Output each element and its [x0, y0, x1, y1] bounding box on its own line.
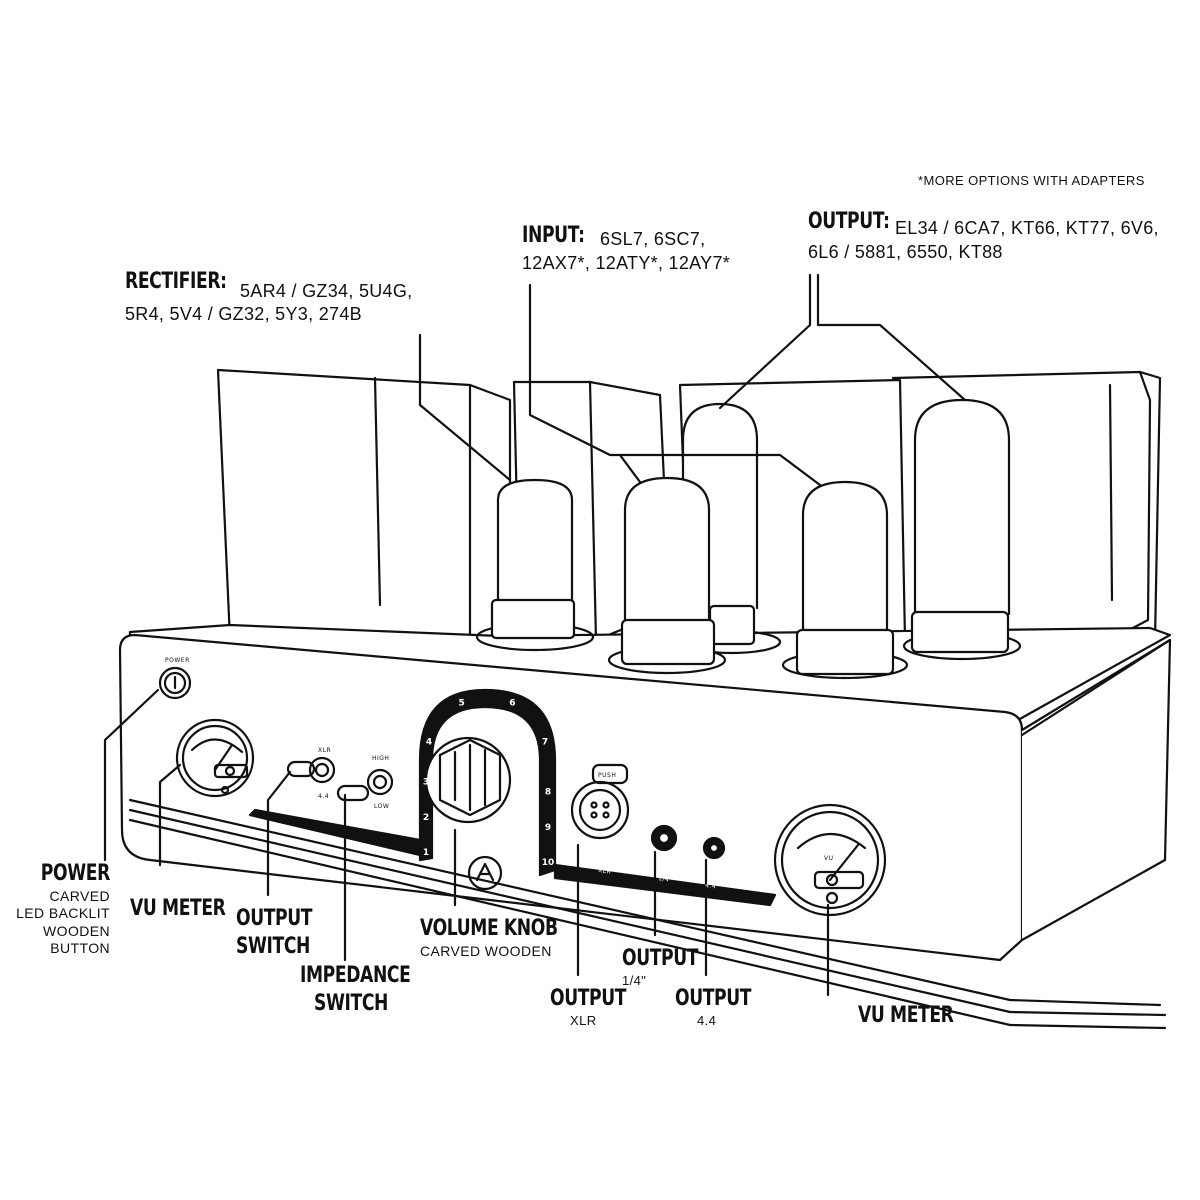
rectifier-line2: 5R4, 5V4 / GZ32, 5Y3, 274B	[125, 304, 362, 324]
output-switch-title-1: OUTPUT	[236, 906, 313, 931]
output-tubes-line1: EL34 / 6CA7, KT66, KT77, 6V6,	[895, 218, 1159, 238]
panel-vu-text: VU	[824, 855, 834, 862]
adapters-note: *MORE OPTIONS WITH ADAPTERS	[918, 173, 1145, 188]
output-xlr-label: OUTPUT XLR	[550, 985, 648, 1029]
input-line2: 12AX7*, 12ATY*, 12AY7*	[522, 253, 731, 273]
panel-power-text: POWER	[165, 657, 190, 664]
power-label-block: POWER CARVED LED BACKLIT WOODEN BUTTON	[16, 860, 110, 958]
leader-vu-left	[158, 763, 182, 867]
impedance-switch-title-2: SWITCH	[314, 990, 389, 1016]
output-switch-label: OUTPUT SWITCH	[236, 905, 334, 960]
tube-rectifier	[490, 478, 576, 640]
tube-output-right	[910, 398, 1011, 654]
dial-number: 3	[423, 778, 429, 788]
tube-output-front	[795, 480, 895, 676]
dial-number: 9	[545, 823, 551, 833]
power-desc-1: CARVED	[49, 887, 110, 904]
power-title: POWER	[40, 861, 110, 886]
output-quarter-title: OUTPUT	[622, 946, 699, 971]
rectifier-title: RECTIFIER:	[125, 269, 227, 294]
leader-output-b	[816, 273, 967, 402]
dial-number: 1	[423, 848, 429, 858]
output-switch-drawing	[286, 756, 336, 784]
panel-push-text: PUSH	[598, 772, 616, 779]
panel-44-text: 4.4	[318, 793, 329, 800]
volume-knob-desc: CARVED WOODEN	[420, 942, 552, 959]
input-label-block: INPUT:	[522, 222, 602, 250]
impedance-switch-drawing	[336, 768, 394, 802]
leader-power	[103, 688, 160, 862]
quarter-jack-drawing	[650, 824, 678, 852]
panel-strip-xlr: XLR	[598, 867, 612, 876]
dial-number: 8	[545, 788, 551, 798]
vu-meter-right-label: VU METER	[858, 1002, 980, 1030]
vu-meter-left-label: VU METER	[130, 895, 252, 923]
power-button-drawing	[158, 666, 192, 700]
panel-strip-quarter: 1/4"	[658, 875, 673, 884]
output-switch-title-2: SWITCH	[236, 933, 311, 959]
leader-input	[528, 283, 822, 487]
leader-rectifier	[418, 333, 512, 482]
output-44-desc: 4.4	[697, 1012, 717, 1028]
output-tubes-line2: 6L6 / 5881, 6550, KT88	[808, 242, 1003, 262]
four-four-jack-drawing	[702, 836, 726, 860]
rectifier-label-block: RECTIFIER:	[125, 268, 255, 296]
volume-dial-housing	[418, 688, 557, 877]
vu-meter-left-title: VU METER	[130, 896, 226, 921]
vu-meter-right-drawing	[773, 803, 887, 917]
panel-phones-text: PHONES	[320, 823, 349, 834]
dial-number: 2	[423, 813, 429, 823]
phones-strip	[248, 808, 422, 857]
volume-knob-label: VOLUME KNOB CARVED WOODEN	[420, 915, 596, 960]
output-44-label: OUTPUT 4.4	[675, 985, 773, 1029]
vu-meter-right-title: VU METER	[858, 1003, 954, 1028]
rectifier-line1: 5AR4 / GZ34, 5U4G,	[240, 281, 413, 301]
dial-number: 6	[509, 699, 515, 709]
dial-number: 10	[542, 858, 555, 868]
power-desc-3: WOODEN	[43, 922, 110, 939]
output-tubes-label-block: OUTPUT:	[808, 208, 913, 236]
power-desc-4: BUTTON	[50, 940, 110, 956]
output-strip	[553, 863, 777, 907]
input-line1: 6SL7, 6SC7,	[600, 229, 706, 249]
leader-output-switch	[266, 770, 292, 897]
vu-meter-left-drawing	[175, 718, 255, 798]
input-title: INPUT:	[522, 223, 585, 248]
panel-low-text: LOW	[374, 803, 389, 810]
leader-output	[718, 273, 812, 410]
panel-high-text: HIGH	[372, 755, 389, 762]
xlr-socket-drawing	[570, 763, 630, 840]
output-xlr-desc: XLR	[570, 1012, 597, 1028]
output-quarter-label: OUTPUT 1/4"	[622, 945, 720, 989]
center-logo	[467, 855, 503, 891]
dial-number: 4	[426, 738, 432, 748]
volume-knob-title: VOLUME KNOB	[420, 916, 558, 941]
power-desc-2: LED BACKLIT	[16, 905, 110, 921]
output-tubes-title: OUTPUT:	[808, 209, 890, 234]
rear-transformer-left	[216, 368, 512, 652]
impedance-switch-title-1: IMPEDANCE	[300, 963, 411, 988]
dial-number: 7	[542, 738, 548, 748]
panel-strip-44: 4.4	[705, 882, 717, 890]
panel-xlr-text: XLR	[318, 747, 331, 754]
output-44-title: OUTPUT	[675, 986, 752, 1011]
output-quarter-desc: 1/4"	[622, 972, 647, 988]
output-xlr-title: OUTPUT	[550, 986, 627, 1011]
impedance-switch-label: IMPEDANCE SWITCH	[300, 962, 442, 1017]
dial-number: 5	[458, 699, 464, 709]
volume-dial-numbers: 1 2 3 4 5 6 7 8 9 10	[423, 699, 554, 868]
tube-input	[620, 476, 716, 666]
